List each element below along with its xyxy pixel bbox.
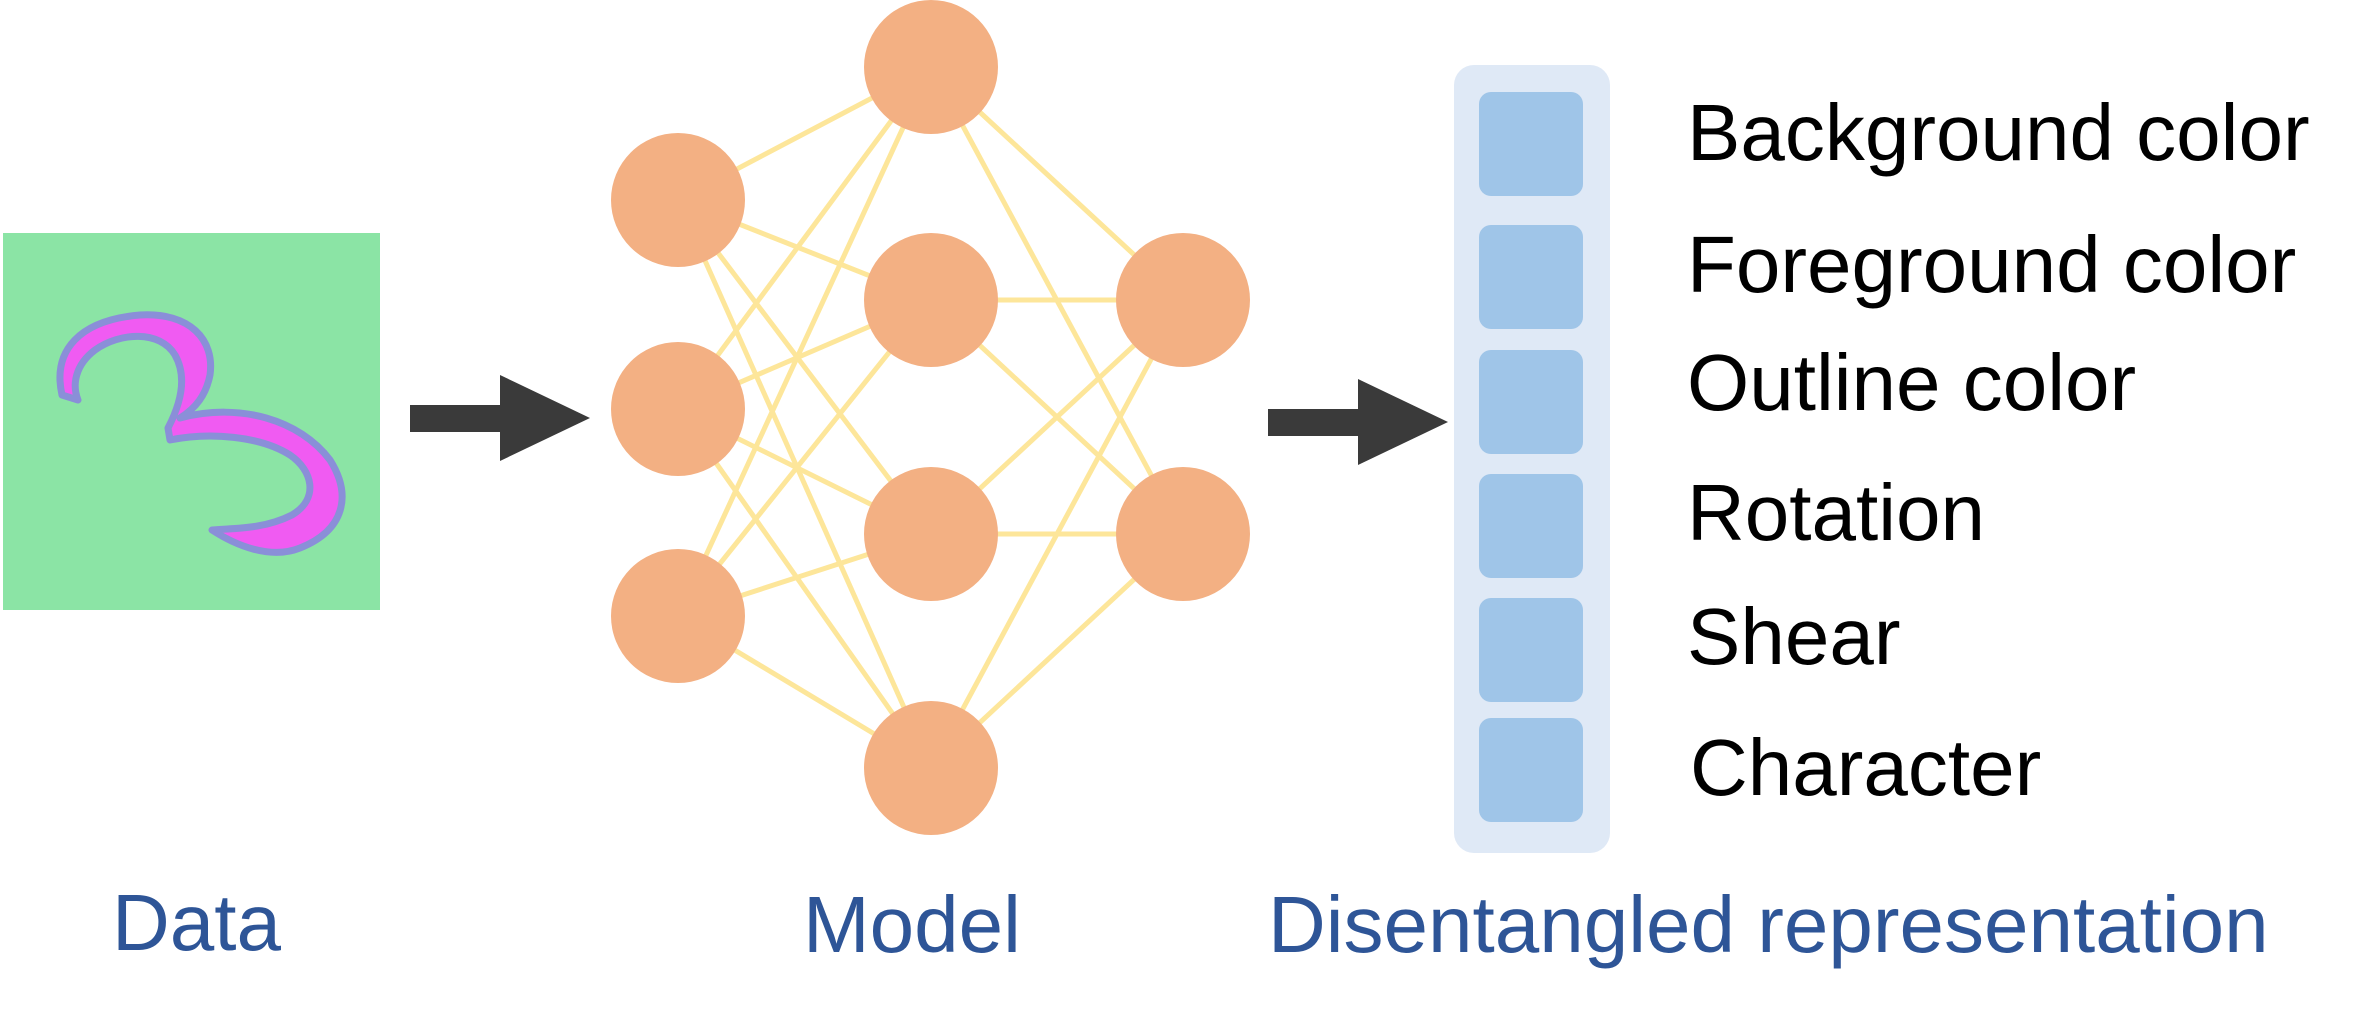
factor-label-shear: Shear <box>1687 592 1900 681</box>
label-disentangled-representation: Disentangled representation <box>1268 880 2269 969</box>
representation-cell <box>1479 598 1583 702</box>
representation-cell <box>1479 718 1583 822</box>
arrow-shaft <box>1268 409 1363 436</box>
factor-label-character: Character <box>1690 723 2041 812</box>
network-node <box>864 0 998 134</box>
network-node <box>864 467 998 601</box>
factor-label-foreground-color: Foreground color <box>1687 220 2296 309</box>
network-node <box>611 342 745 476</box>
arrow-head <box>500 375 590 461</box>
network-node <box>611 549 745 683</box>
representation-vector <box>1454 65 1610 853</box>
data-image <box>3 233 380 610</box>
network-edge <box>675 65 934 618</box>
representation-cell <box>1479 225 1583 329</box>
representation-cell <box>1479 92 1583 196</box>
digit-three-image <box>56 311 346 556</box>
network-edge <box>675 407 934 770</box>
arrow-head <box>1358 379 1448 465</box>
factor-label-outline-color: Outline color <box>1687 338 2136 427</box>
label-data: Data <box>112 878 281 967</box>
network-node <box>1116 233 1250 367</box>
network-node <box>864 701 998 835</box>
network-edges <box>675 64 1186 771</box>
network-nodes <box>611 0 1250 835</box>
representation-cell <box>1479 350 1583 454</box>
network-edge <box>928 298 1186 770</box>
network-node <box>611 133 745 267</box>
arrow-data-to-model <box>410 375 590 461</box>
factor-label-background-color: Background color <box>1687 88 2310 177</box>
factor-label-rotation: Rotation <box>1687 468 1985 557</box>
network-edge <box>675 198 934 770</box>
network-edge <box>676 198 933 536</box>
network-edge <box>675 65 934 411</box>
arrow-shaft <box>410 405 505 432</box>
network-node <box>864 233 998 367</box>
arrow-model-to-representation <box>1268 379 1448 465</box>
network-edge <box>676 298 933 618</box>
representation-cell <box>1479 474 1583 578</box>
label-model: Model <box>803 880 1021 969</box>
network-node <box>1116 467 1250 601</box>
factor-labels: Background color Foreground color Outlin… <box>1687 88 2310 812</box>
